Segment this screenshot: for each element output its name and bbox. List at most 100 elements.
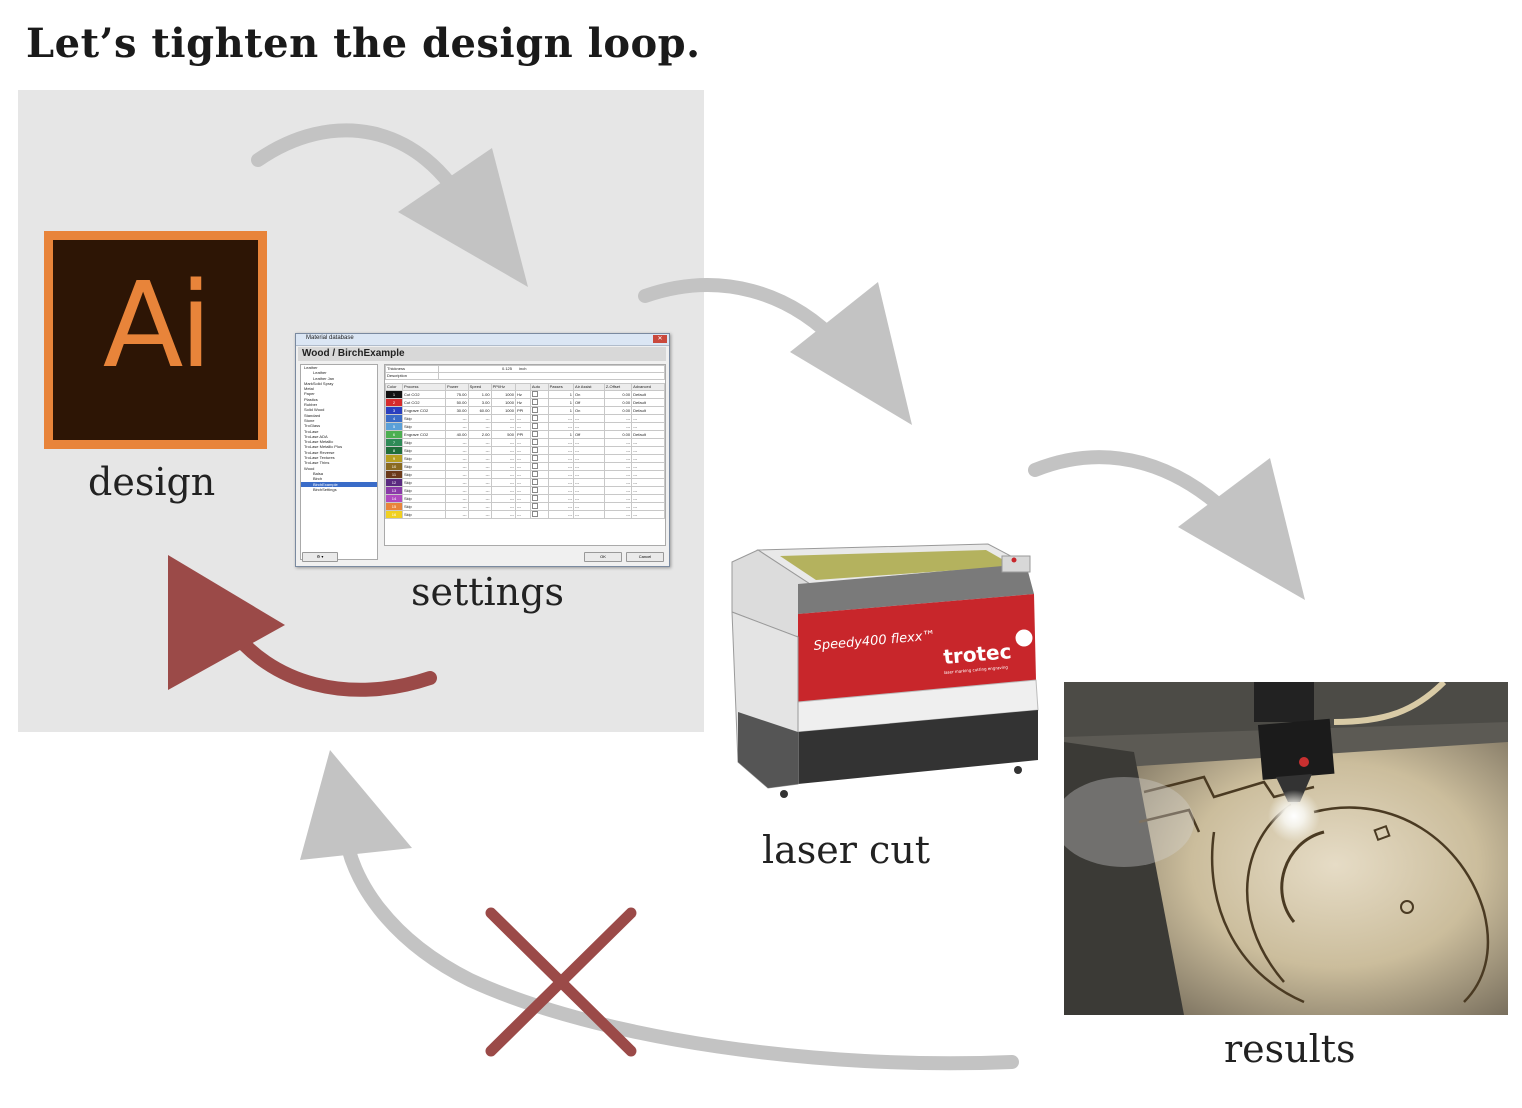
cell-power[interactable]: 40.00 [445, 430, 468, 438]
checkbox-icon[interactable] [532, 455, 538, 461]
cell-adv[interactable]: Default [632, 390, 665, 398]
cell-z[interactable]: --- [604, 486, 631, 494]
cell-air[interactable]: --- [574, 446, 605, 454]
cell-z[interactable]: 0.00 [604, 398, 631, 406]
cell-ppi[interactable]: 500 [491, 430, 515, 438]
cell-power[interactable]: --- [445, 462, 468, 470]
checkbox-icon[interactable] [532, 503, 538, 509]
cell-passes[interactable]: --- [548, 446, 573, 454]
checkbox-icon[interactable] [532, 439, 538, 445]
settings-gear-icon[interactable]: ⚙ ▾ [302, 552, 338, 562]
auto-checkbox[interactable] [530, 462, 548, 470]
cell-passes[interactable]: --- [548, 422, 573, 430]
cell-unit[interactable]: --- [515, 486, 530, 494]
cell-power[interactable]: --- [445, 510, 468, 518]
cell-unit[interactable]: Hz [515, 398, 530, 406]
auto-checkbox[interactable] [530, 502, 548, 510]
auto-checkbox[interactable] [530, 486, 548, 494]
cell-adv[interactable]: --- [632, 462, 665, 470]
checkbox-icon[interactable] [532, 431, 538, 437]
auto-checkbox[interactable] [530, 470, 548, 478]
cell-z[interactable]: --- [604, 462, 631, 470]
cell-z[interactable]: --- [604, 454, 631, 462]
checkbox-icon[interactable] [532, 415, 538, 421]
cell-air[interactable]: Off [574, 430, 605, 438]
cell-air[interactable]: --- [574, 494, 605, 502]
cell-ppi[interactable]: --- [491, 454, 515, 462]
auto-checkbox[interactable] [530, 446, 548, 454]
close-icon[interactable]: ✕ [653, 335, 667, 343]
table-row[interactable]: 11Skip------------------------ [386, 470, 665, 478]
cell-unit[interactable]: --- [515, 462, 530, 470]
checkbox-icon[interactable] [532, 447, 538, 453]
cell-speed[interactable]: --- [468, 502, 491, 510]
cell-power[interactable]: --- [445, 486, 468, 494]
cell-speed[interactable]: 1.00 [468, 390, 491, 398]
cell-process[interactable]: Skip [403, 446, 446, 454]
cell-adv[interactable]: Default [632, 430, 665, 438]
cell-adv[interactable]: --- [632, 494, 665, 502]
cell-ppi[interactable]: --- [491, 478, 515, 486]
cell-ppi[interactable]: --- [491, 486, 515, 494]
cell-adv[interactable]: --- [632, 502, 665, 510]
cell-power[interactable]: --- [445, 494, 468, 502]
cell-adv[interactable]: Default [632, 398, 665, 406]
auto-checkbox[interactable] [530, 390, 548, 398]
cell-ppi[interactable]: --- [491, 470, 515, 478]
cell-passes[interactable]: --- [548, 454, 573, 462]
cell-speed[interactable]: 2.00 [468, 430, 491, 438]
cell-unit[interactable]: --- [515, 470, 530, 478]
cell-unit[interactable]: --- [515, 478, 530, 486]
cell-ppi[interactable]: --- [491, 422, 515, 430]
auto-checkbox[interactable] [530, 430, 548, 438]
cell-adv[interactable]: Default [632, 406, 665, 414]
cell-z[interactable]: --- [604, 422, 631, 430]
table-row[interactable]: 7Skip------------------------ [386, 438, 665, 446]
cell-passes[interactable]: --- [548, 502, 573, 510]
cell-process[interactable]: Skip [403, 478, 446, 486]
cell-power[interactable]: --- [445, 470, 468, 478]
cell-passes[interactable]: --- [548, 414, 573, 422]
cell-air[interactable]: --- [574, 462, 605, 470]
cell-passes[interactable]: 1 [548, 390, 573, 398]
cell-power[interactable]: --- [445, 422, 468, 430]
table-row[interactable]: 6Engrave CO240.002.00500PPI1Off0.00Defau… [386, 430, 665, 438]
cell-ppi[interactable]: 1000 [491, 390, 515, 398]
cell-z[interactable]: --- [604, 510, 631, 518]
cell-speed[interactable]: --- [468, 478, 491, 486]
checkbox-icon[interactable] [532, 407, 538, 413]
cell-unit[interactable]: --- [515, 446, 530, 454]
cell-speed[interactable]: --- [468, 462, 491, 470]
cell-power[interactable]: --- [445, 414, 468, 422]
cell-process[interactable]: Skip [403, 462, 446, 470]
cell-z[interactable]: --- [604, 438, 631, 446]
cell-speed[interactable]: --- [468, 438, 491, 446]
auto-checkbox[interactable] [530, 438, 548, 446]
cell-air[interactable]: On [574, 406, 605, 414]
checkbox-icon[interactable] [532, 463, 538, 469]
cell-unit[interactable]: --- [515, 414, 530, 422]
tree-item[interactable]: BirchSettings [301, 487, 377, 492]
cell-process[interactable]: Skip [403, 510, 446, 518]
cell-passes[interactable]: 1 [548, 430, 573, 438]
cell-unit[interactable]: --- [515, 510, 530, 518]
cell-speed[interactable]: --- [468, 446, 491, 454]
cell-passes[interactable]: --- [548, 510, 573, 518]
cell-power[interactable]: 50.00 [445, 398, 468, 406]
cell-process[interactable]: Skip [403, 414, 446, 422]
cell-air[interactable]: --- [574, 478, 605, 486]
checkbox-icon[interactable] [532, 391, 538, 397]
cell-power[interactable]: --- [445, 478, 468, 486]
cell-z[interactable]: 0.00 [604, 390, 631, 398]
cell-ppi[interactable]: --- [491, 494, 515, 502]
cell-process[interactable]: Cut CO2 [403, 398, 446, 406]
auto-checkbox[interactable] [530, 478, 548, 486]
auto-checkbox[interactable] [530, 510, 548, 518]
cell-z[interactable]: 0.00 [604, 406, 631, 414]
